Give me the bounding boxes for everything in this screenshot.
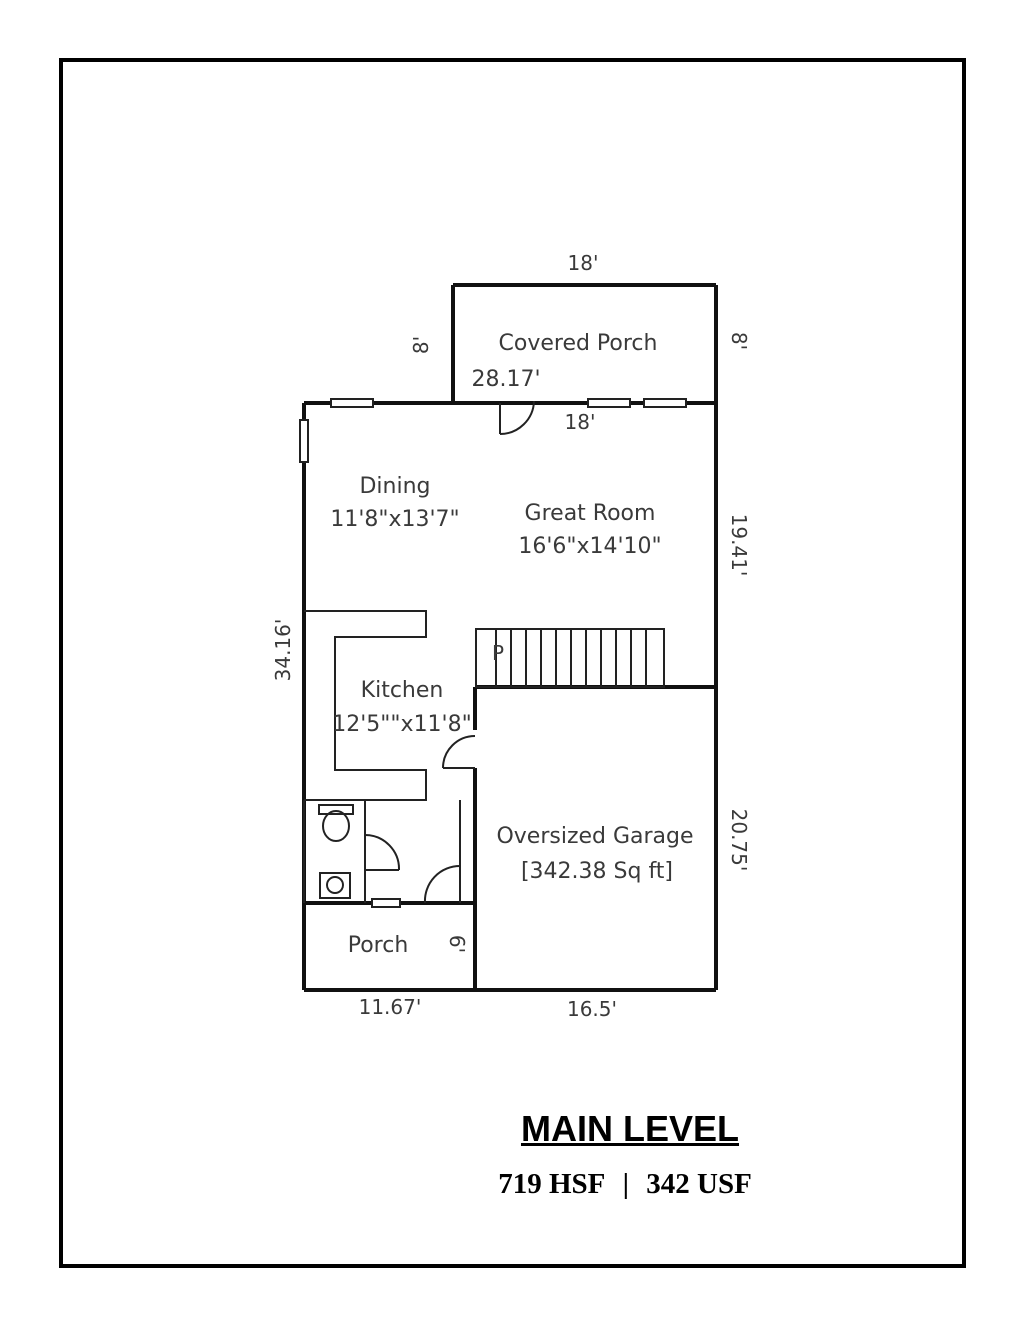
covered-porch-dim: 28.17': [471, 367, 540, 392]
dim-porch-right: 8': [727, 332, 751, 350]
sink-icon: [319, 872, 351, 899]
doors: [364, 400, 535, 904]
kitchen-dim: 12'5""x11'8": [332, 712, 471, 737]
dim-left: 34.16': [271, 619, 295, 682]
kitchen-label: Kitchen: [361, 678, 444, 703]
hsf-value: 719 HSF: [498, 1168, 606, 1200]
dim-right-upper: 19.41': [727, 514, 751, 577]
covered-porch-walls: [451, 283, 718, 403]
great-room-label: Great Room: [525, 501, 656, 526]
garage-label: Oversized Garage: [496, 824, 693, 849]
stairs: [475, 628, 665, 688]
dim-porch-bottom: 18': [565, 410, 596, 434]
covered-porch-label: Covered Porch: [499, 331, 658, 356]
great-room-dim: 16'6"x14'10": [518, 534, 661, 559]
toilet-icon: [318, 804, 354, 815]
area-summary: 719 HSF | 342 USF: [470, 1168, 780, 1201]
garage-dim: [342.38 Sq ft]: [521, 859, 673, 884]
pantry-label: P: [492, 641, 504, 665]
dim-right-lower: 20.75': [727, 809, 751, 872]
dim-bottom-left: 11.67': [359, 995, 422, 1019]
dim-bottom-right: 16.5': [567, 997, 617, 1021]
dining-label: Dining: [359, 474, 430, 499]
page-border: [59, 58, 966, 1268]
toilet-bowl-icon: [322, 810, 350, 842]
dim-porch-left: 8': [409, 336, 433, 354]
porch-dim: 6': [445, 935, 469, 953]
kitchen-counters: [304, 610, 427, 801]
powder-room: [303, 800, 461, 903]
dim-porch-top: 18': [568, 251, 599, 275]
level-title: MAIN LEVEL: [520, 1108, 739, 1149]
windows: [299, 398, 687, 908]
dining-dim: 11'8"x13'7": [330, 507, 459, 532]
area-separator: |: [622, 1168, 629, 1200]
porch-label: Porch: [348, 933, 409, 958]
usf-value: 342 USF: [646, 1168, 752, 1200]
